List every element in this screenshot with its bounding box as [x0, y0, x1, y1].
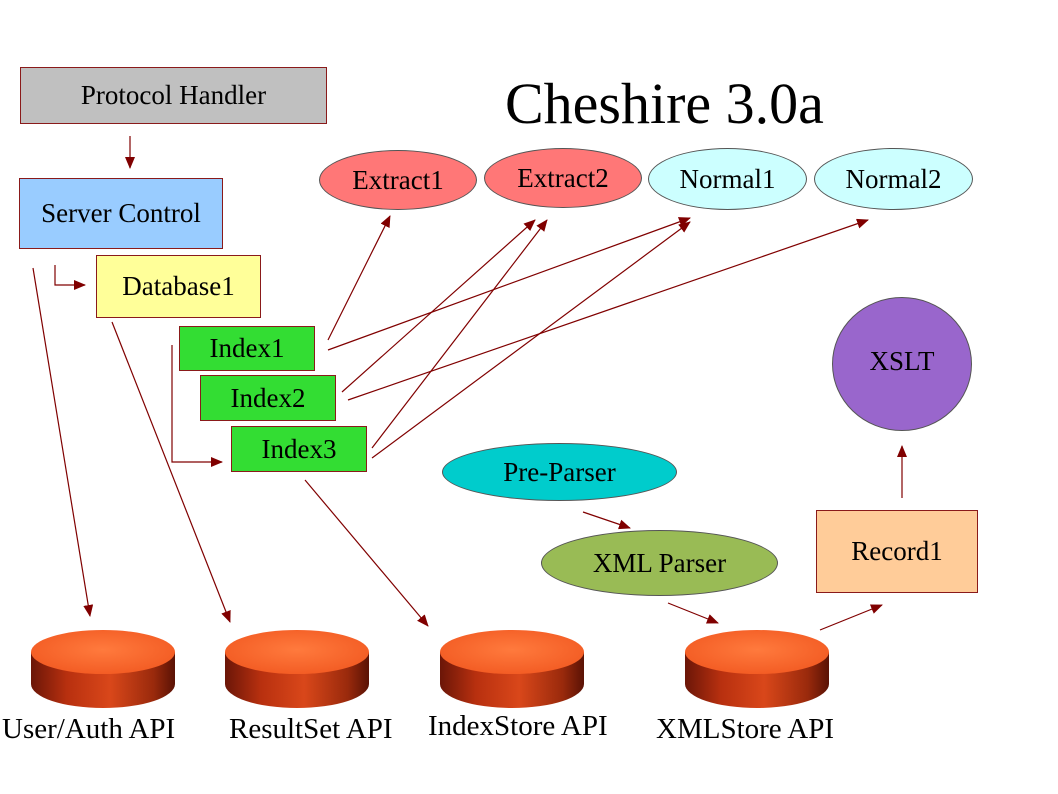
pre-parser-ellipse: Pre-Parser	[442, 443, 677, 501]
drum-xmlstore	[685, 630, 829, 708]
diagram-title: Cheshire 3.0a	[505, 71, 824, 136]
arrow-xmlparser-to-xmlstore	[667, 602, 719, 624]
arrow-xmlstore-to-record1	[819, 604, 883, 631]
arrow-database-to-resultset	[111, 321, 231, 623]
server-control-box: Server Control	[19, 178, 223, 249]
extract2-ellipse: Extract2	[484, 148, 642, 208]
arrow-database-to-index3	[171, 345, 223, 467]
normal2-ellipse: Normal2	[814, 148, 973, 210]
user-auth-api-label: User/Auth API	[2, 713, 176, 745]
index1-box: Index1	[179, 326, 315, 371]
extract1-ellipse: Extract1	[319, 150, 477, 210]
drum-indexstore	[440, 630, 584, 708]
protocol-handler-box: Protocol Handler	[20, 67, 327, 124]
arrow-index3-to-extract2	[371, 219, 548, 449]
arrow-index3-to-indexstore	[304, 479, 429, 627]
normal1-ellipse: Normal1	[648, 148, 807, 210]
xmlstore-api-label: XMLStore API	[656, 713, 835, 745]
record1-box: Record1	[816, 510, 978, 593]
arrow-index2-to-normal2	[347, 218, 869, 401]
index2-box: Index2	[200, 375, 336, 421]
arrow-server-to-userauth	[32, 267, 94, 617]
index3-box: Index3	[231, 426, 367, 472]
arrow-index1-to-extract1	[327, 215, 391, 341]
xml-parser-ellipse: XML Parser	[541, 530, 778, 596]
arrow-index1-to-normal1	[327, 217, 691, 351]
arrow-server-to-database	[54, 265, 86, 290]
xslt-circle: XSLT	[832, 297, 972, 431]
arrow-index2-to-extract2	[341, 219, 536, 393]
drum-resultset	[225, 630, 369, 708]
resultset-api-label: ResultSet API	[229, 713, 393, 745]
database1-box: Database1	[96, 255, 261, 318]
arrow-preparser-to-xmlparser	[582, 511, 631, 530]
arrow-index3-to-normal1	[371, 221, 691, 459]
indexstore-api-label: IndexStore API	[428, 710, 608, 742]
drum-user-auth	[31, 630, 175, 708]
